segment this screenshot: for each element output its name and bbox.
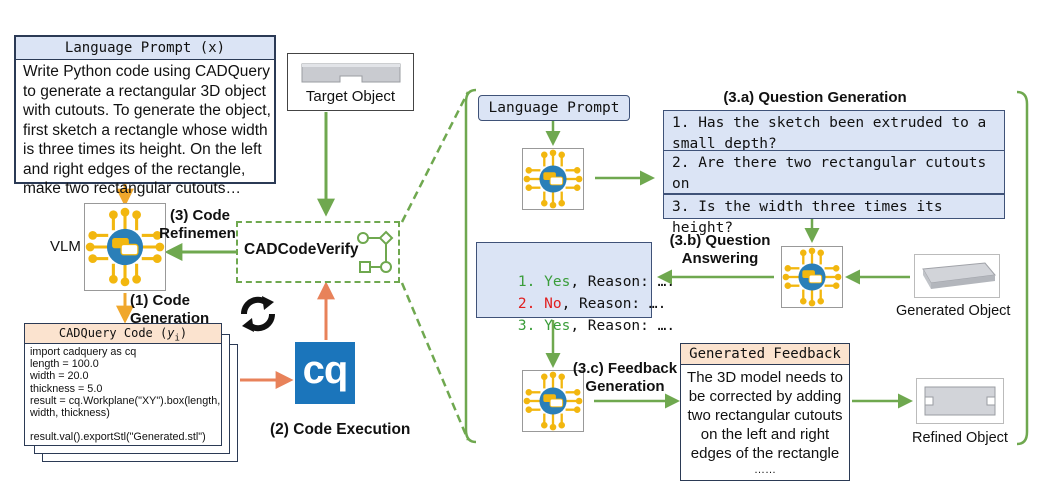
rp-vlm-icon-feedback (522, 370, 584, 432)
code-title-prefix: CADQuery Code ( (58, 326, 168, 340)
language-prompt-box: Language Prompt (x) Write Python code us… (14, 35, 276, 197)
answer-1-verdict: Yes (544, 274, 571, 290)
refresh-cycle-icon (240, 296, 276, 332)
answer-2-reason: , Reason: …. (561, 296, 667, 312)
workflow-icon (357, 230, 394, 273)
rp-vlm-icon-qgen (522, 148, 584, 210)
refined-object-label: Refined Object (912, 430, 1008, 446)
target-object-label: Target Object (305, 88, 396, 105)
code-title-suffix: ) (179, 326, 188, 340)
generated-object-image-frame (914, 254, 1000, 298)
feedback-line: edges of the rectangle (690, 445, 840, 462)
answer-2: 2. No, Reason: …. (483, 271, 666, 337)
rp-language-prompt: Language Prompt (478, 95, 630, 121)
code-refinement-label: (3) Code Refinement (159, 207, 241, 242)
code-title-sub: i (174, 333, 180, 344)
generated-object-label: Generated Object (896, 303, 1011, 319)
language-prompt-line: is three times its height. On the left (23, 141, 262, 158)
question-3: 3. Is the width three times its height? (663, 194, 1005, 236)
vlm-chip-icon (523, 149, 583, 209)
feedback-line: The 3D model needs to (687, 369, 843, 386)
target-object-image (301, 63, 401, 83)
rp-vlm-icon-qans (781, 246, 843, 308)
language-prompt-line: to generate a rectangular 3D object (23, 82, 266, 100)
cadcodeverify-label: CADCodeVerify (244, 241, 359, 258)
panel-right-bracket (1016, 90, 1029, 446)
answer-3-verdict: Yes (544, 318, 571, 334)
generated-object-image (922, 262, 996, 289)
fan-line-bottom (400, 282, 470, 441)
answer-3: 3. Yes, Reason: …. (483, 293, 675, 359)
feedback-generation-label: (3.c) Feedback Generation (572, 360, 678, 395)
answer-1-num: 1. (517, 274, 545, 290)
code-execution-label: (2) Code Execution (270, 421, 411, 438)
code-line: length = 100.0 (30, 358, 99, 371)
generated-feedback-box: Generated Feedback The 3D model needs to… (680, 343, 850, 481)
question-2: 2. Are there two rectangular cutouts on … (663, 150, 1005, 213)
panel-left-bracket (464, 88, 477, 444)
answers-box: 1. Yes, Reason: …. 2. No, Reason: …. 3. … (476, 242, 675, 334)
language-prompt-text: Write Python code using CADQuery to gene… (23, 62, 271, 199)
generated-feedback-title: Generated Feedback (681, 344, 849, 365)
vlm-icon (84, 203, 166, 291)
vlm-chip-icon (782, 247, 842, 307)
question-answering-label: (3.b) Question Answering (669, 232, 771, 267)
question-generation-label: (3.a) Question Generation (723, 89, 907, 106)
language-prompt-line: make two rectangular cutouts… (23, 180, 241, 197)
language-prompt-line: first sketch a rectangle whose width (23, 121, 268, 139)
target-object-box: Target Object (287, 53, 414, 111)
answer-3-num: 3. (517, 318, 545, 334)
refined-object-image-frame (916, 378, 1004, 424)
code-line (30, 419, 220, 431)
feedback-line: two rectangular cutouts (687, 407, 843, 424)
answer-3-reason: , Reason: …. (570, 318, 676, 334)
cq-logo: cq (295, 342, 355, 404)
feedback-line: …… (754, 464, 776, 476)
language-prompt-line: with cutouts. To generate the object, (23, 102, 271, 119)
code-line: import cadquery as cq (30, 346, 137, 358)
answer-2-verdict: No (544, 296, 562, 312)
answer-1-reason: , Reason: …. (570, 274, 676, 290)
language-prompt-line: and right edges of the rectangle, (23, 160, 246, 178)
code-line: thickness = 5.0 (30, 382, 103, 395)
rp-language-prompt-label: Language Prompt (488, 100, 620, 116)
language-prompt-line: Write Python code using CADQuery (23, 63, 270, 80)
language-prompt-title: Language Prompt (x) (16, 37, 274, 60)
generated-feedback-text: The 3D model needs to be corrected by ad… (681, 368, 849, 477)
cadcodeverify-box: CADCodeVerify (236, 221, 400, 283)
answer-1: 1. Yes, Reason: …. (483, 249, 675, 315)
feedback-line: on the left and right (700, 426, 830, 443)
fan-line-top (400, 91, 470, 223)
code-line: result.val().exportStl("Generated.stl") (30, 431, 206, 444)
cq-logo-text: cq (302, 348, 349, 392)
code-line: width = 20.0 (30, 370, 89, 383)
cadquery-code-box: CADQuery Code (yi) import cadquery as cq… (24, 323, 222, 446)
question-1: 1. Has the sketch been extruded to a sma… (663, 110, 1005, 154)
code-title-var: y (167, 326, 175, 340)
cadquery-code-title: CADQuery Code (yi) (25, 324, 221, 344)
code-generation-label: (1) Code Generation (130, 292, 210, 327)
code-line: width, thickness) (30, 407, 110, 420)
feedback-line: be corrected by adding (688, 388, 842, 405)
answer-2-num: 2. (517, 296, 545, 312)
vlm-label: VLM (50, 238, 81, 255)
vlm-chip-icon (85, 207, 165, 287)
refined-object-image (924, 386, 996, 416)
vlm-chip-icon (523, 371, 583, 431)
cadquery-code-text: import cadquery as cq length = 100.0 wid… (30, 346, 220, 443)
code-line: result = cq.Workplane("XY").box(length, (30, 394, 221, 407)
